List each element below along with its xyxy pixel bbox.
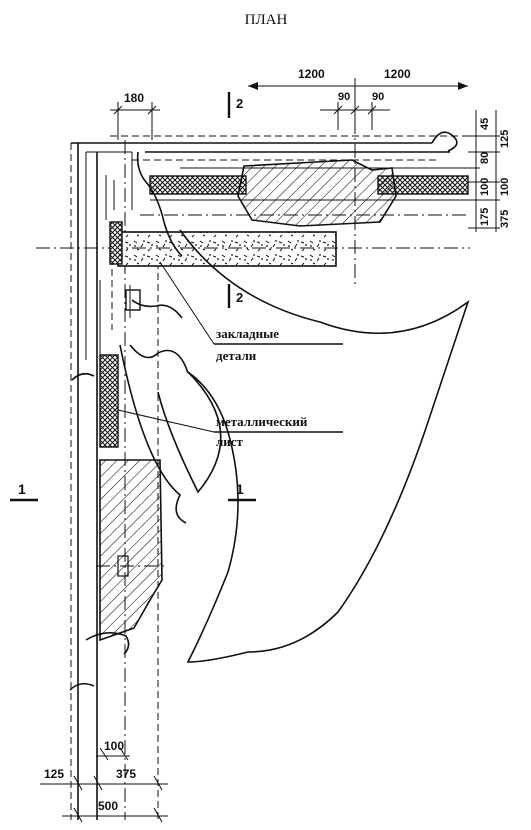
svg-text:100: 100 <box>499 178 511 196</box>
dimensions-bottom: 100 125 375 500 <box>40 739 168 823</box>
svg-text:125: 125 <box>44 767 64 781</box>
svg-text:375: 375 <box>116 767 136 781</box>
embedded-parts-label-2: детали <box>216 348 257 363</box>
section-mark-2-bottom: 2 <box>227 284 243 308</box>
metal-sheet-label-1: металлический <box>216 414 308 429</box>
break-lines <box>69 151 189 691</box>
svg-text:45: 45 <box>479 118 491 130</box>
svg-text:375: 375 <box>499 210 511 228</box>
svg-text:100: 100 <box>479 178 491 196</box>
drawing-title: ПЛАН <box>245 12 288 28</box>
dimensions-top: 1200 1200 90 90 180 <box>110 67 468 140</box>
svg-text:180: 180 <box>124 91 144 105</box>
svg-text:90: 90 <box>372 91 384 103</box>
svg-text:1: 1 <box>236 481 244 497</box>
svg-text:80: 80 <box>479 152 491 164</box>
section-mark-2-top: 2 <box>227 92 243 118</box>
concrete-beam <box>117 231 337 267</box>
section-mark-1-right: 1 <box>228 481 256 502</box>
metal-sheet-label-2: лист <box>216 434 244 449</box>
svg-text:500: 500 <box>98 799 118 813</box>
svg-text:90: 90 <box>338 91 350 103</box>
hatched-column-vertical <box>99 459 163 642</box>
detail-bubble-outline <box>157 229 470 663</box>
crosshatch-strip-vertical <box>99 354 119 448</box>
svg-text:1200: 1200 <box>384 67 411 81</box>
svg-text:1200: 1200 <box>298 67 325 81</box>
embedded-parts-label-1: закладные <box>216 326 279 341</box>
svg-text:125: 125 <box>499 130 511 148</box>
crosshatch-block-wall <box>109 221 123 265</box>
svg-text:1: 1 <box>18 481 26 497</box>
svg-text:2: 2 <box>236 290 243 305</box>
svg-text:175: 175 <box>479 208 491 226</box>
crosshatch-strip-top-left <box>149 175 247 195</box>
hatched-column-top <box>237 159 397 227</box>
dimensions-right: 45 125 80 100 100 175 375 <box>468 110 511 232</box>
svg-text:2: 2 <box>236 96 243 111</box>
section-mark-1-left: 1 <box>10 481 38 502</box>
svg-text:100: 100 <box>104 739 124 753</box>
